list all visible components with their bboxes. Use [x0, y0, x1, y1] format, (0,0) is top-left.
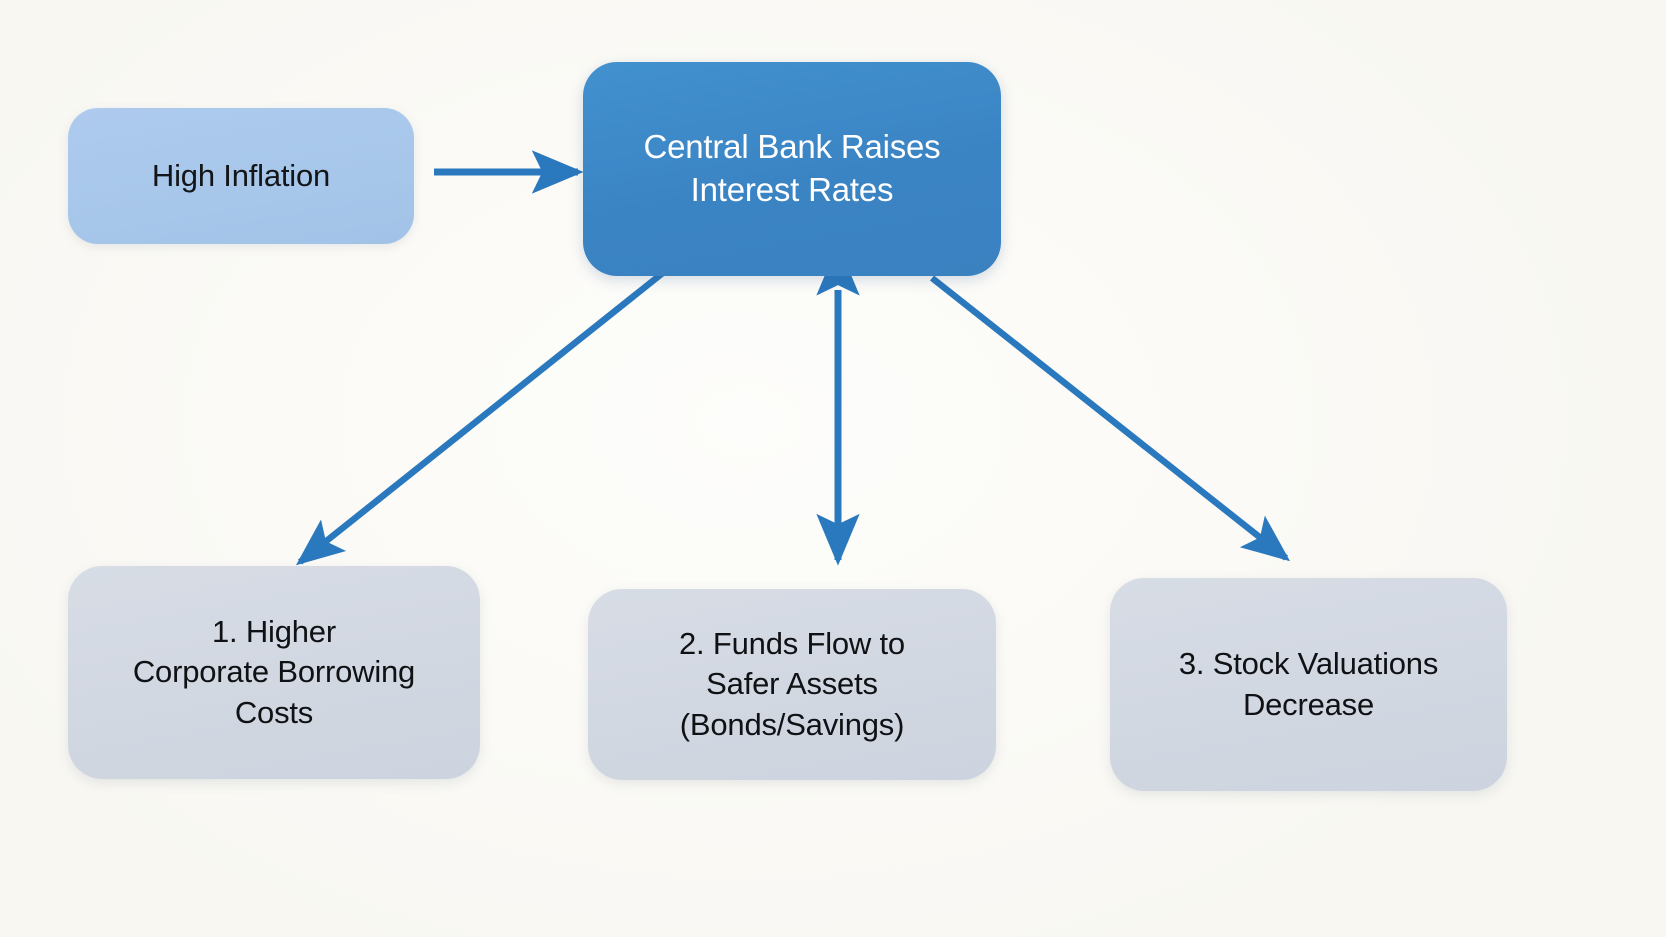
node-high-inflation[interactable]: High Inflation: [68, 108, 414, 244]
edge-central-to-outcome-3: [929, 275, 1291, 562]
node-outcome-higher-corporate-borrowing-costs[interactable]: 1. Higher Corporate Borrowing Costs: [68, 566, 480, 779]
node-outcome-stock-valuations-decrease[interactable]: 3. Stock Valuations Decrease: [1110, 578, 1507, 791]
node-central-bank-raises-interest-rates[interactable]: Central Bank Raises Interest Rates: [583, 62, 1001, 276]
edge-central-to-outcome-1: [295, 269, 667, 566]
node-outcome-funds-flow-to-safer-assets[interactable]: 2. Funds Flow to Safer Assets (Bonds/Sav…: [588, 589, 996, 780]
